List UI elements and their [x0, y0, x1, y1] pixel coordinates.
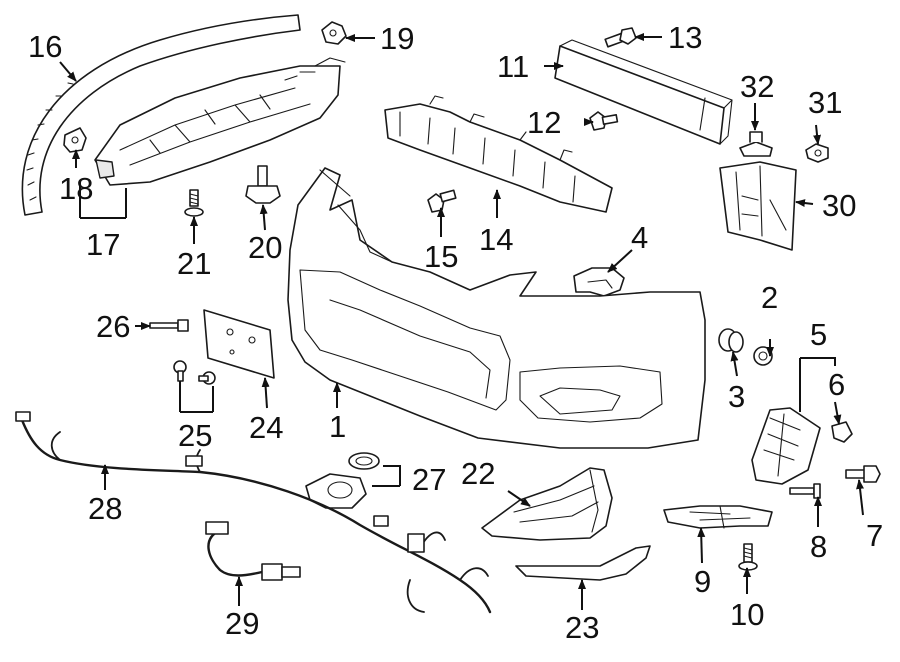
part-32-clip [739, 131, 773, 157]
callout-16: 16 [28, 29, 62, 64]
callout-leaders [59, 33, 864, 610]
callout-26: 26 [96, 309, 130, 344]
callout-1: 1 [329, 409, 346, 444]
callout-19: 19 [380, 21, 414, 56]
part-30-bracket [719, 161, 797, 251]
part-12-bolt [589, 111, 619, 131]
part-14-energy-absorber [384, 95, 613, 213]
part-21-screw [184, 189, 204, 217]
callout-8: 8 [810, 529, 827, 564]
part-8-pin [789, 483, 821, 499]
part-3-spacer [718, 328, 744, 353]
part-10-bolt [738, 543, 758, 571]
part-18-clip [63, 127, 87, 153]
callout-6: 6 [828, 367, 845, 402]
part-7-bolt [845, 465, 881, 483]
part-9-bracket [663, 505, 773, 529]
callout-4: 4 [631, 220, 648, 255]
callout-numbers: 1 2 3 4 5 6 7 8 9 10 11 12 13 14 15 16 1… [28, 20, 883, 645]
callout-11: 11 [497, 49, 529, 84]
part-11-reinforcement [554, 39, 733, 145]
part-23-molding [515, 545, 651, 581]
part-28-wiring-harness [15, 411, 492, 614]
part-5-bracket [751, 407, 821, 485]
callout-9: 9 [694, 564, 711, 599]
callout-28: 28 [88, 491, 122, 526]
callout-22: 22 [461, 456, 495, 491]
callout-10: 10 [730, 597, 764, 632]
callout-5: 5 [810, 317, 827, 352]
callout-29: 29 [225, 606, 259, 641]
callout-3: 3 [728, 379, 745, 414]
callout-13: 13 [668, 20, 702, 55]
callout-14: 14 [479, 222, 513, 257]
callout-15: 15 [424, 239, 458, 274]
callout-17: 17 [86, 227, 120, 262]
part-19-clip [321, 21, 347, 45]
callout-25: 25 [178, 418, 212, 453]
callout-7: 7 [866, 518, 883, 553]
part-6-clip [831, 421, 853, 443]
callout-2: 2 [761, 280, 778, 315]
part-22-bezel [481, 467, 613, 541]
part-4-cover [573, 267, 625, 297]
callout-21: 21 [177, 246, 211, 281]
part-1-bumper-cover [287, 167, 706, 449]
part-27-sensor [305, 452, 380, 509]
callout-31: 31 [808, 85, 842, 120]
callout-12: 12 [527, 105, 561, 140]
callout-24: 24 [249, 410, 283, 445]
callout-30: 30 [822, 188, 856, 223]
callout-20: 20 [248, 230, 282, 265]
callout-23: 23 [565, 610, 599, 645]
callout-27: 27 [412, 462, 446, 497]
callout-18: 18 [59, 171, 93, 206]
part-26-screw [149, 319, 189, 332]
part-31-nut [805, 143, 829, 163]
part-29-pigtail [205, 521, 301, 581]
part-16-upper-molding [21, 14, 301, 216]
callout-32: 32 [740, 69, 774, 104]
part-20-push-pin [245, 165, 281, 204]
part-25-screws [173, 360, 216, 385]
part-24-license-bracket [203, 309, 275, 379]
part-13-bolt [604, 27, 637, 48]
part-17-splash-shield [94, 57, 346, 186]
